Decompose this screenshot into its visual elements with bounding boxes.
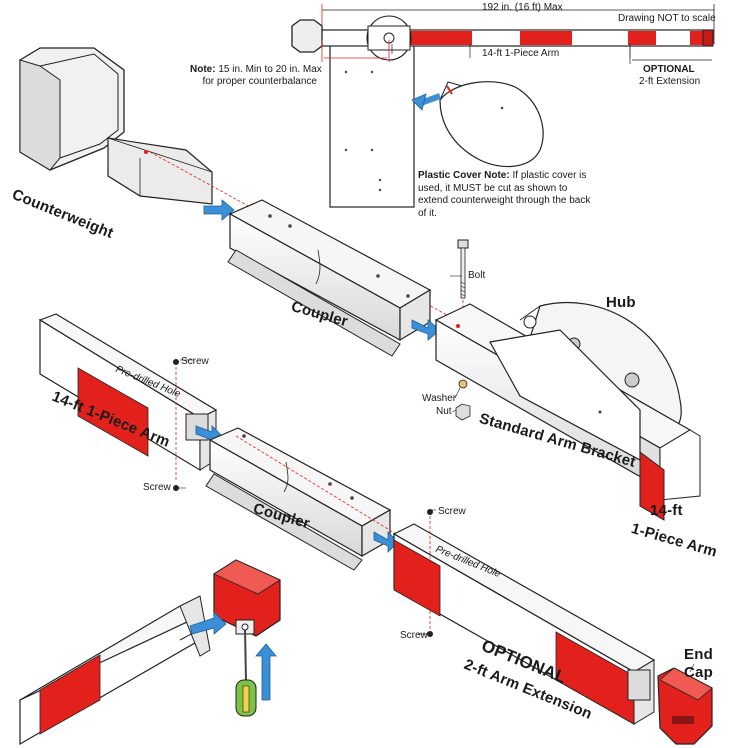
counterbalance-note-line2: for proper counterbalance	[202, 76, 317, 87]
operator-post	[329, 34, 415, 208]
top-view	[291, 4, 715, 208]
hub-label: Hub	[606, 294, 636, 311]
extension-3d	[392, 509, 656, 726]
scale-note: Drawing NOT to scale	[618, 13, 716, 24]
counterweight-3d	[19, 47, 457, 321]
cap-label: Cap	[684, 664, 713, 681]
coupler-top-3d	[227, 199, 441, 357]
plastic-cover-illustration	[411, 81, 544, 168]
left-arm-3d	[38, 313, 223, 491]
right-arm-label-1: 14-ft	[650, 502, 683, 519]
top-optional-label: OPTIONAL	[643, 64, 695, 75]
screwdriver-3d	[235, 629, 277, 717]
coupler-bottom-3d	[205, 427, 433, 571]
bolt-label: Bolt	[468, 270, 486, 281]
screw-label-1: Screw	[181, 356, 209, 367]
top-extension-label: 2-ft Extension	[639, 76, 701, 87]
screw-label-3: Screw	[438, 506, 466, 517]
counterbalance-note-line1: 15 in. Min to 20 in. Max	[215, 64, 322, 75]
top-counterweight	[291, 19, 323, 53]
bottom-left-arm-3d	[18, 595, 211, 746]
counterbalance-note-bold: Note:	[190, 64, 216, 75]
leader-lines	[176, 275, 695, 673]
hub-bracket-3d	[434, 301, 701, 521]
max-length-label: 192 in. (16 ft) Max	[482, 2, 563, 13]
plastic-cover-note-text: If plastic cover is used, it MUST be cut…	[418, 170, 591, 219]
counterbalance-note: Note: 15 in. Min to 20 in. Max	[190, 64, 322, 76]
top-arm-label: 14-ft 1-Piece Arm	[482, 48, 560, 59]
end-cap-on-arm-3d	[189, 559, 281, 637]
screw-label-4: Screw	[400, 630, 428, 641]
end-cap-3d	[657, 667, 713, 745]
nut-label: Nut	[436, 406, 452, 417]
plastic-cover-note: Plastic Cover Note: If plastic cover is …	[418, 170, 594, 220]
plastic-cover-note-bold: Plastic Cover Note:	[418, 170, 510, 181]
end-label: End	[684, 646, 713, 663]
washer-label: Washer	[422, 393, 457, 404]
screw-label-2: Screw	[143, 482, 171, 493]
